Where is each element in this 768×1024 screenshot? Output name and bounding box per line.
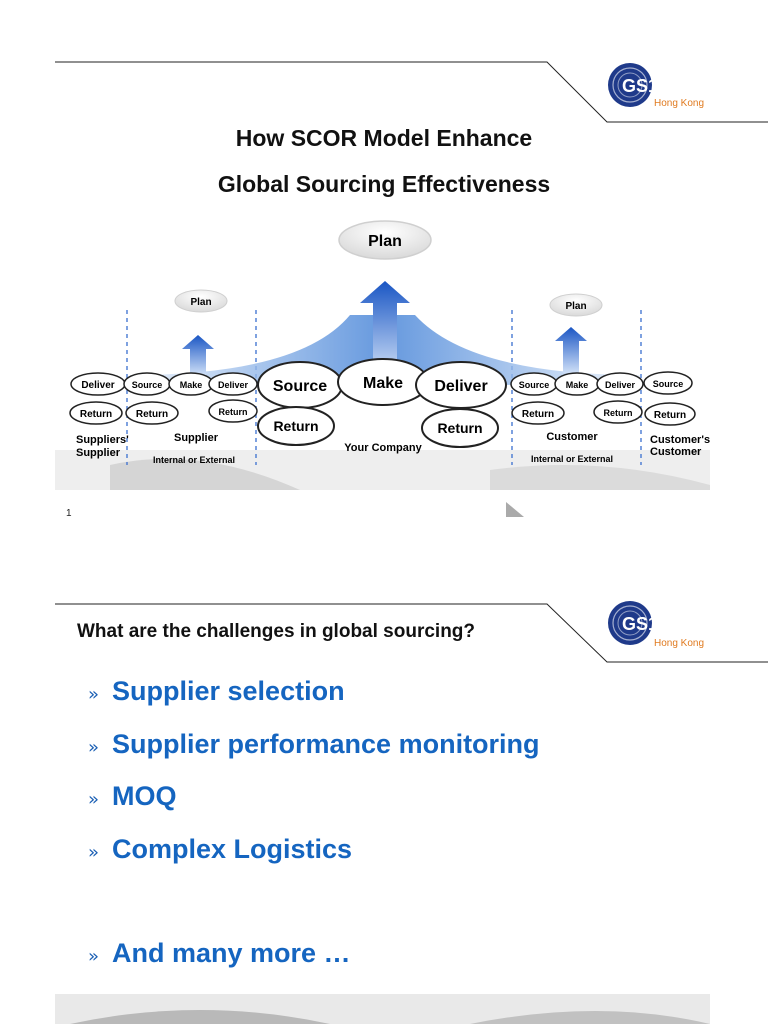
plan-main-label: Plan	[368, 233, 402, 250]
binary-pattern-band	[55, 450, 710, 490]
gs1-logo-text-2: GS1	[622, 614, 658, 634]
node-sup-return-right: Return	[208, 399, 258, 423]
node-cus-source: Source	[510, 372, 558, 396]
node-ss-deliver: Deliver	[70, 372, 126, 396]
sup-label: Supplier	[174, 432, 219, 444]
bullet-item: » Complex Logistics	[88, 834, 352, 865]
node-cus-make: Make	[554, 372, 600, 396]
bullet-marker: »	[88, 946, 100, 967]
bullet-text: Supplier selection	[112, 676, 345, 706]
ss-label-line1: Suppliers'	[76, 434, 129, 446]
bullet-marker: »	[88, 737, 100, 758]
svg-text:Return: Return	[604, 408, 633, 418]
svg-text:Return: Return	[273, 418, 318, 434]
cc-label-line1: Customer's	[650, 434, 710, 446]
node-cc-return: Return	[644, 402, 696, 426]
node-return-big-left: Return	[257, 406, 335, 446]
gs1-logo-mark: GS1	[608, 63, 658, 107]
node-ss-return: Return	[69, 401, 123, 425]
node-cus-return-right: Return	[593, 400, 643, 424]
bullet-text: Complex Logistics	[112, 834, 353, 864]
svg-text:Source: Source	[519, 380, 550, 390]
node-return-big-right: Return	[421, 408, 499, 448]
svg-text:Make: Make	[363, 375, 403, 392]
svg-text:Deliver: Deliver	[605, 380, 636, 390]
svg-text:Return: Return	[654, 410, 686, 421]
binary-pattern-footer	[55, 994, 710, 1024]
node-make-big: Make	[337, 358, 429, 406]
svg-text:Return: Return	[437, 420, 482, 436]
right-up-arrow	[555, 327, 587, 373]
left-up-arrow	[182, 335, 214, 375]
gs1-logo-sub: Hong Kong	[654, 98, 705, 109]
bullet-text: Supplier performance monitoring	[112, 729, 540, 759]
node-sup-deliver: Deliver	[208, 372, 258, 396]
svg-text:Source: Source	[653, 379, 684, 389]
node-cc-source: Source	[643, 371, 693, 395]
svg-text:Return: Return	[219, 407, 248, 417]
svg-text:Deliver: Deliver	[81, 380, 114, 391]
sup-sublabel: Internal or External	[153, 455, 235, 465]
node-deliver-big: Deliver	[415, 361, 507, 409]
gs1-logo-text: GS1	[622, 76, 658, 96]
svg-text:Make: Make	[180, 380, 203, 390]
node-cus-return-left: Return	[511, 401, 565, 425]
svg-text:Return: Return	[136, 409, 168, 420]
slide1-title-line1: How SCOR Model Enhance	[235, 125, 533, 151]
svg-text:Source: Source	[273, 378, 327, 395]
bullet-item: » Supplier performance monitoring	[88, 729, 540, 760]
scor-diagram: Plan Plan Plan Deliver Return Suppliers'…	[55, 220, 710, 517]
cus-label: Customer	[546, 431, 598, 443]
svg-text:Make: Make	[566, 380, 589, 390]
svg-text:Return: Return	[80, 409, 112, 420]
page-number: 1	[66, 508, 72, 519]
slide1-header-line	[55, 61, 768, 123]
bullet-marker: »	[88, 789, 100, 810]
corner-fold-mark	[506, 502, 524, 517]
svg-text:Deliver: Deliver	[434, 378, 487, 395]
plan-right-label: Plan	[565, 301, 586, 312]
bullet-text: MOQ	[112, 781, 177, 811]
node-sup-source: Source	[123, 372, 171, 396]
gs1-logo-2: GS1 Hong Kong	[600, 598, 710, 654]
gs1-logo-mark-2: GS1	[608, 601, 658, 645]
bullet-text: And many more …	[112, 938, 351, 968]
node-source-big: Source	[257, 361, 343, 409]
slide2-question: What are the challenges in global sourci…	[77, 621, 476, 642]
bullet-item: » MOQ	[88, 781, 177, 812]
node-sup-make: Make	[168, 372, 214, 396]
bullet-item: » Supplier selection	[88, 676, 345, 707]
slide1-title-line2: Global Sourcing Effectiveness	[217, 171, 551, 197]
svg-text:Return: Return	[522, 409, 554, 420]
cus-sublabel: Internal or External	[531, 454, 613, 464]
main-up-arrow	[360, 281, 410, 375]
bullet-item: » And many more …	[88, 938, 351, 969]
company-label: Your Company	[344, 442, 422, 454]
svg-text:Deliver: Deliver	[218, 380, 249, 390]
node-sup-return-left: Return	[125, 401, 179, 425]
plan-left-label: Plan	[190, 297, 211, 308]
svg-text:Source: Source	[132, 380, 163, 390]
slide2-header-line	[55, 603, 768, 663]
bullet-marker: »	[88, 842, 100, 863]
gs1-logo: GS1 Hong Kong	[600, 60, 710, 116]
gs1-logo-sub-2: Hong Kong	[654, 638, 705, 649]
cc-label-line2: Customer	[650, 446, 702, 458]
dashed-separators	[126, 310, 642, 465]
node-cus-deliver: Deliver	[596, 372, 644, 396]
ss-label-line2: Supplier	[76, 447, 121, 459]
bullet-marker: »	[88, 684, 100, 705]
